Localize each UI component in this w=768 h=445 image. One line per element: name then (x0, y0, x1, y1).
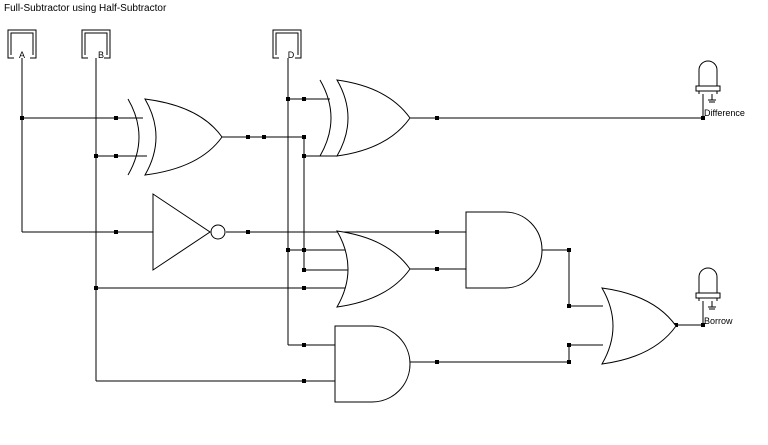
junction-dot (567, 248, 571, 252)
junction-dot (246, 230, 250, 234)
junction-dot (302, 268, 306, 272)
junction-dot (20, 116, 24, 120)
wire-borrow (676, 313, 704, 326)
junction-dot (701, 323, 705, 327)
junction-dot (302, 343, 306, 347)
junction-dot (114, 116, 118, 120)
junction-dot (94, 154, 98, 158)
wire-xor1-out (222, 136, 337, 157)
output-label-difference: Difference (704, 108, 745, 118)
xor-gate-2[interactable] (319, 79, 411, 157)
junction-dot (302, 154, 306, 158)
input-switch-a[interactable]: A (7, 29, 37, 62)
junction-dot (567, 343, 571, 347)
wire-and1-out (542, 249, 603, 307)
junction-dot (262, 135, 266, 139)
junction-dot (674, 323, 678, 327)
junction-dot (302, 286, 306, 290)
junction-dot (701, 116, 705, 120)
junction-dot (94, 286, 98, 290)
input-label-b: B (98, 50, 104, 60)
input-switch-d[interactable]: D (272, 29, 302, 62)
junction-dot (435, 230, 439, 234)
junction-dot (302, 248, 306, 252)
junction-dot (302, 97, 306, 101)
junction-dot (114, 154, 118, 158)
junction-dot (302, 379, 306, 383)
junction-dot (286, 248, 290, 252)
input-switch-b[interactable]: B (81, 29, 111, 62)
junction-dot (435, 360, 439, 364)
or-gate-1[interactable] (336, 230, 411, 308)
output-label-borrow: Borrow (704, 316, 733, 326)
junction-dot (567, 360, 571, 364)
wire-difference (410, 106, 704, 119)
not-gate[interactable] (152, 193, 226, 271)
diagram-title: Full-Subtractor using Half-Subtractor (4, 3, 167, 14)
and-gate-1[interactable] (465, 211, 543, 289)
junction-dot (302, 135, 306, 139)
or-gate-3[interactable] (601, 287, 677, 365)
xor-gate-1[interactable] (127, 98, 223, 176)
junctions (20, 97, 705, 383)
and-gate-2[interactable] (334, 325, 411, 403)
input-label-d: D (288, 50, 295, 60)
junction-dot (286, 97, 290, 101)
junction-dot (567, 304, 571, 308)
wire-and2-out (410, 344, 603, 363)
output-led-borrow: Borrow (695, 267, 733, 326)
junction-dot (246, 135, 250, 139)
junction-dot (435, 116, 439, 120)
output-led-difference: Difference (695, 60, 745, 118)
junction-dot (114, 230, 118, 234)
junction-dot (435, 267, 439, 271)
input-label-a: A (19, 50, 25, 60)
